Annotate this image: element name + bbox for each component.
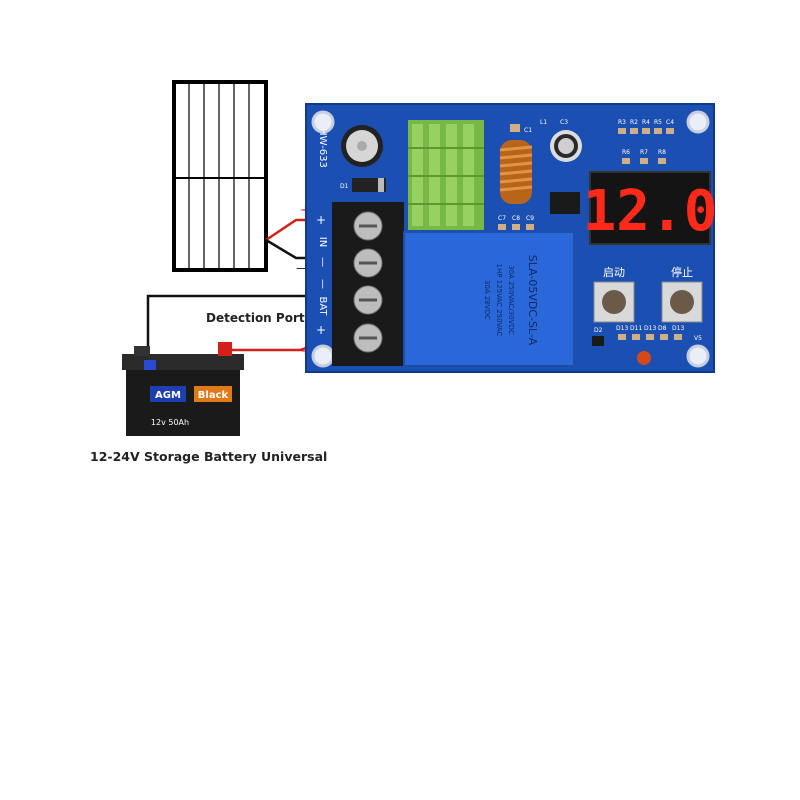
- ic-chip: [550, 192, 580, 214]
- terminal-bat-label: BAT: [317, 296, 328, 316]
- battery-negative-terminal: [144, 360, 156, 370]
- label-r3: R3: [618, 119, 626, 126]
- label-r4: R4: [642, 119, 650, 126]
- battery-brand-left: AGM: [155, 390, 181, 401]
- solar-panel: [172, 80, 268, 272]
- label-d13-c: D13: [672, 325, 684, 332]
- led-row: [618, 334, 682, 340]
- capacitor-small: [550, 130, 582, 162]
- start-button[interactable]: [593, 281, 635, 323]
- heatsink: [408, 120, 484, 230]
- status-led: [637, 351, 651, 365]
- start-button-label: 启动: [603, 266, 625, 279]
- detection-port-caption: Detection Port: [206, 311, 305, 325]
- label-r2: R2: [630, 119, 638, 126]
- battery-caption: 12-24V Storage Battery Universal: [90, 449, 328, 464]
- relay-rating-2: 1HP 125VAC 250VAC: [495, 264, 503, 337]
- terminal-in-neg: —: [317, 257, 328, 267]
- label-r6: R6: [622, 149, 630, 156]
- mounting-holes: [311, 110, 710, 368]
- inductor-coil: [499, 140, 533, 204]
- capacitor-large: [341, 125, 383, 167]
- module-model: HW-633: [317, 128, 328, 168]
- label-d8: D8: [658, 325, 667, 332]
- label-d13-b: D13: [644, 325, 656, 332]
- label-v5: V5: [694, 335, 702, 342]
- storage-battery: AGM Black 12v 50Ah: [122, 342, 244, 436]
- display-reading: 12.0: [583, 179, 718, 244]
- label-d2: D2: [594, 327, 603, 334]
- label-c9: C9: [526, 215, 534, 222]
- label-r8: R8: [658, 149, 666, 156]
- label-d11: D11: [630, 325, 642, 332]
- label-r5: R5: [654, 119, 662, 126]
- label-d13-a: D13: [616, 325, 628, 332]
- stop-button[interactable]: [661, 281, 703, 323]
- label-r7: R7: [640, 149, 648, 156]
- label-c4: C4: [666, 119, 674, 126]
- label-c1: C1: [524, 127, 532, 134]
- battery-positive-terminal: [218, 342, 232, 356]
- label-l1: L1: [540, 119, 547, 126]
- battery-rating: 12v 50Ah: [151, 418, 189, 427]
- stop-button-label: 停止: [671, 265, 693, 279]
- relay-rating-1: 30A 250VAC/30VDC: [507, 265, 515, 335]
- charger-module: 12.0 启动 停止: [305, 103, 718, 373]
- label-c3: C3: [560, 119, 568, 126]
- smd-components: [498, 124, 674, 230]
- label-d1: D1: [340, 183, 349, 190]
- terminal-in-label: IN: [317, 237, 328, 247]
- terminal-block: [332, 202, 404, 366]
- label-c7: C7: [498, 215, 506, 222]
- relay-rating-3: 30A 28VDC: [483, 280, 491, 320]
- relay-model: SLA-05VDC-SL-A: [526, 255, 539, 346]
- terminal-bat-neg: —: [317, 279, 328, 289]
- seven-segment-display: [589, 171, 711, 245]
- terminal-in-pos: +: [316, 213, 326, 227]
- battery-brand-right: Black: [198, 390, 229, 401]
- transistor: [592, 336, 604, 346]
- terminal-bat-pos: +: [316, 323, 326, 337]
- diode: [352, 178, 386, 192]
- label-c8: C8: [512, 215, 520, 222]
- relay: [403, 231, 575, 367]
